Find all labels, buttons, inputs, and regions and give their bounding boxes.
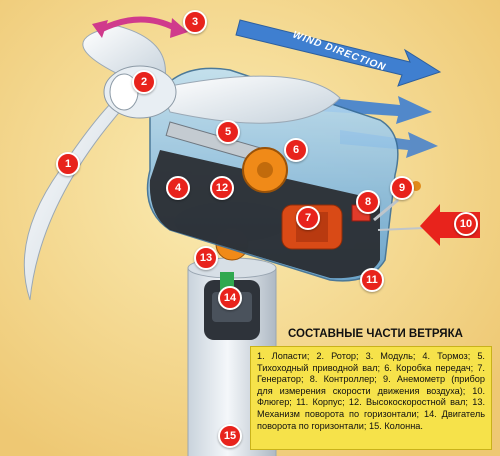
legend-box: 1. Лопасти; 2. Ротор; 3. Модуль; 4. Торм…: [250, 346, 492, 450]
marker-11: 11: [360, 268, 384, 292]
marker-9: 9: [390, 176, 414, 200]
marker-6: 6: [284, 138, 308, 162]
marker-3: 3: [183, 10, 207, 34]
diagram-title: СОСТАВНЫЕ ЧАСТИ ВЕТРЯКА: [288, 328, 463, 340]
marker-15: 15: [218, 424, 242, 448]
marker-7: 7: [296, 206, 320, 230]
marker-5: 5: [216, 120, 240, 144]
marker-4: 4: [166, 176, 190, 200]
marker-13: 13: [194, 246, 218, 270]
marker-10: 10: [454, 212, 478, 236]
rotor-blades: [23, 25, 341, 301]
marker-1: 1: [56, 152, 80, 176]
marker-2: 2: [132, 70, 156, 94]
rotation-arrow: [92, 16, 188, 38]
marker-12: 12: [210, 176, 234, 200]
marker-8: 8: [356, 190, 380, 214]
marker-14: 14: [218, 286, 242, 310]
